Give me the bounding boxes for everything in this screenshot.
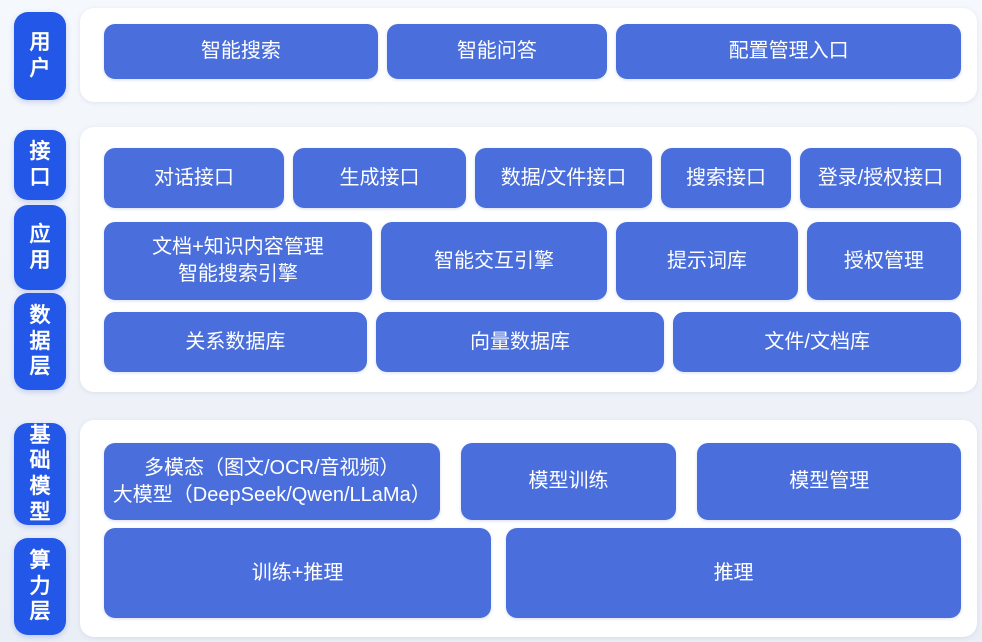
data-layer-row: 关系数据库 向量数据库 文件/文档库 — [104, 312, 961, 372]
node-search-api: 搜索接口 — [661, 148, 791, 208]
node-config-management-entry: 配置管理入口 — [616, 24, 962, 79]
label-application-layer: 应 用 — [14, 205, 66, 290]
middle-layers-card: 对话接口 生成接口 数据/文件接口 搜索接口 登录/授权接口 文档+知识内容管理… — [80, 127, 977, 392]
node-dialog-api: 对话接口 — [104, 148, 284, 208]
node-smart-search: 智能搜索 — [104, 24, 378, 79]
node-intelligent-interaction-engine: 智能交互引擎 — [380, 222, 608, 300]
label-user-layer: 用 户 — [14, 12, 66, 100]
user-layer-row: 智能搜索 智能问答 配置管理入口 — [104, 24, 962, 79]
node-smart-qa: 智能问答 — [386, 24, 608, 79]
application-layer-row: 文档+知识内容管理 智能搜索引擎 智能交互引擎 提示词库 授权管理 — [104, 222, 961, 300]
node-login-auth-api: 登录/授权接口 — [800, 148, 961, 208]
node-generation-api: 生成接口 — [293, 148, 466, 208]
user-layer-card: 智能搜索 智能问答 配置管理入口 — [80, 8, 977, 102]
label-compute-layer: 算 力 层 — [14, 538, 66, 635]
node-multimodal-llm: 多模态（图文/OCR/音视频） 大模型（DeepSeek/Qwen/LLaMa） — [104, 443, 440, 520]
node-inference: 推理 — [506, 528, 961, 618]
label-data-layer: 数 据 层 — [14, 293, 66, 390]
foundation-model-row: 多模态（图文/OCR/音视频） 大模型（DeepSeek/Qwen/LLaMa）… — [104, 443, 962, 520]
node-authorization-management: 授权管理 — [806, 222, 961, 300]
interface-layer-row: 对话接口 生成接口 数据/文件接口 搜索接口 登录/授权接口 — [104, 148, 961, 208]
node-relational-database: 关系数据库 — [104, 312, 367, 372]
node-data-file-api: 数据/文件接口 — [475, 148, 652, 208]
label-foundation-model-layer: 基 础 模 型 — [14, 423, 66, 525]
node-model-training: 模型训练 — [460, 443, 677, 520]
node-model-management: 模型管理 — [697, 443, 962, 520]
node-file-document-store: 文件/文档库 — [673, 312, 961, 372]
model-compute-card: 多模态（图文/OCR/音视频） 大模型（DeepSeek/Qwen/LLaMa）… — [80, 420, 977, 637]
node-training-inference: 训练+推理 — [104, 528, 492, 618]
node-vector-database: 向量数据库 — [375, 312, 665, 372]
label-interface-layer: 接 口 — [14, 130, 66, 200]
node-prompt-library: 提示词库 — [616, 222, 798, 300]
node-doc-knowledge-search-engine: 文档+知识内容管理 智能搜索引擎 — [104, 222, 372, 300]
compute-layer-row: 训练+推理 推理 — [104, 528, 961, 618]
